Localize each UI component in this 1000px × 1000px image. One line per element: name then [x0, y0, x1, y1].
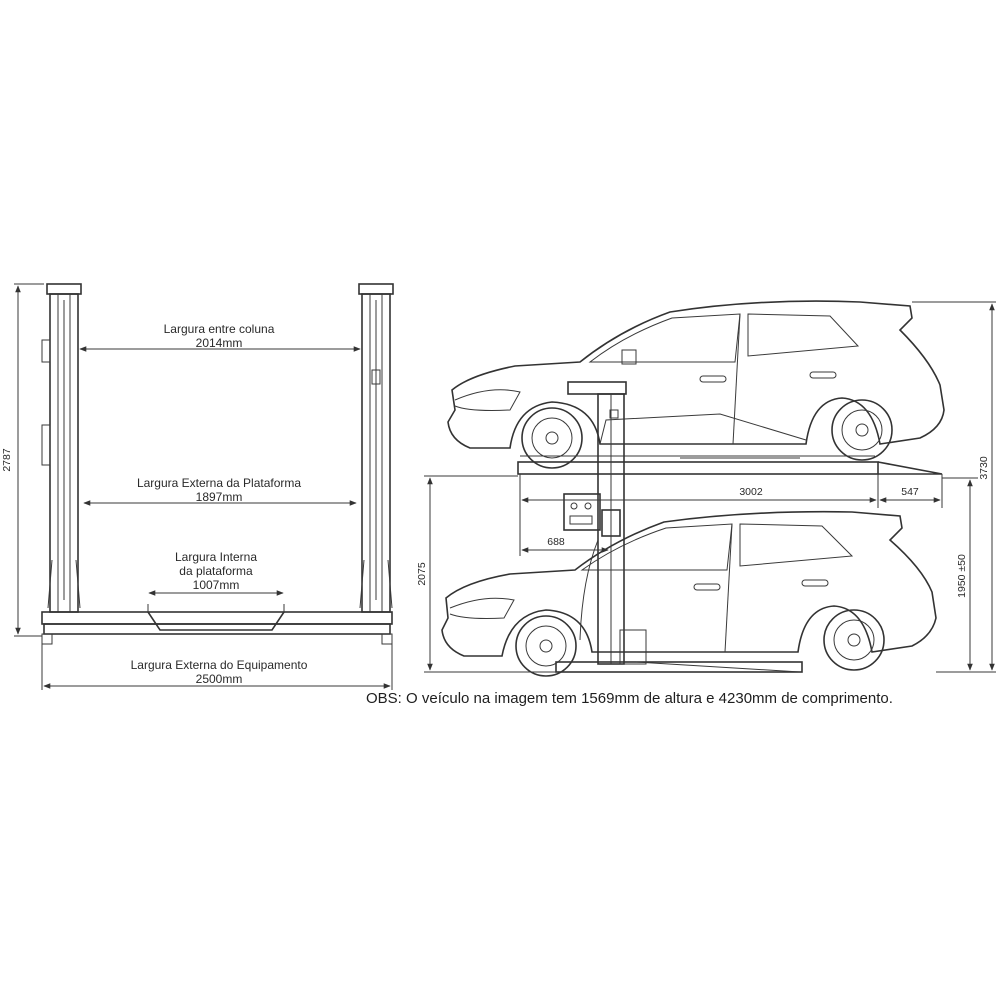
right-column	[358, 283, 394, 613]
upper-platform	[517, 455, 943, 475]
equipment-width-dimension: Largura Externa do Equipamento 2500mm	[41, 644, 393, 690]
column-width-label: Largura entre coluna	[164, 322, 275, 336]
lower-car	[441, 510, 937, 677]
total-height-dimension: 3730	[912, 301, 996, 673]
side-view: 3002 547 688 2075 1950 ±50 37	[416, 300, 996, 677]
column-width-dimension: Largura entre coluna 2014mm	[79, 322, 361, 352]
front-view: 2787 Largura entre coluna 2014mm Largura…	[1, 283, 394, 690]
external-platform-value: 1897mm	[196, 490, 243, 504]
column-width-value: 2014mm	[196, 336, 243, 350]
external-platform-label: Largura Externa da Plataforma	[137, 476, 301, 490]
clearance-value: 1950 ±50	[956, 554, 968, 598]
clearance-dimension: 1950 ±50	[936, 477, 978, 673]
vehicle-note: OBS: O veículo na imagem tem 1569mm de a…	[366, 690, 893, 707]
equipment-width-value: 2500mm	[196, 672, 243, 686]
offset-value: 688	[547, 536, 565, 548]
ramp-length-value: 547	[901, 486, 919, 498]
internal-platform-label-2: da plataforma	[179, 564, 253, 578]
internal-platform-dimension: Largura Interna da plataforma 1007mm	[148, 550, 284, 596]
lower-height-dimension: 2075	[416, 475, 556, 673]
upper-car	[447, 300, 945, 469]
offset-dimension: 688	[519, 474, 609, 556]
total-height-value: 3730	[978, 456, 990, 480]
platform-length-dimension: 3002 547	[519, 474, 943, 508]
height-value: 2787	[1, 448, 13, 472]
external-platform-dimension: Largura Externa da Plataforma 1897mm	[83, 476, 357, 506]
internal-platform-label-1: Largura Interna	[175, 550, 257, 564]
equipment-width-label: Largura Externa do Equipamento	[131, 658, 308, 672]
platform-length-value: 3002	[739, 486, 763, 498]
left-column	[41, 283, 82, 613]
height-dimension: 2787	[1, 283, 44, 637]
platform-base	[41, 604, 393, 645]
lower-height-value: 2075	[416, 562, 428, 586]
internal-platform-value: 1007mm	[193, 578, 240, 592]
control-box	[563, 493, 601, 531]
